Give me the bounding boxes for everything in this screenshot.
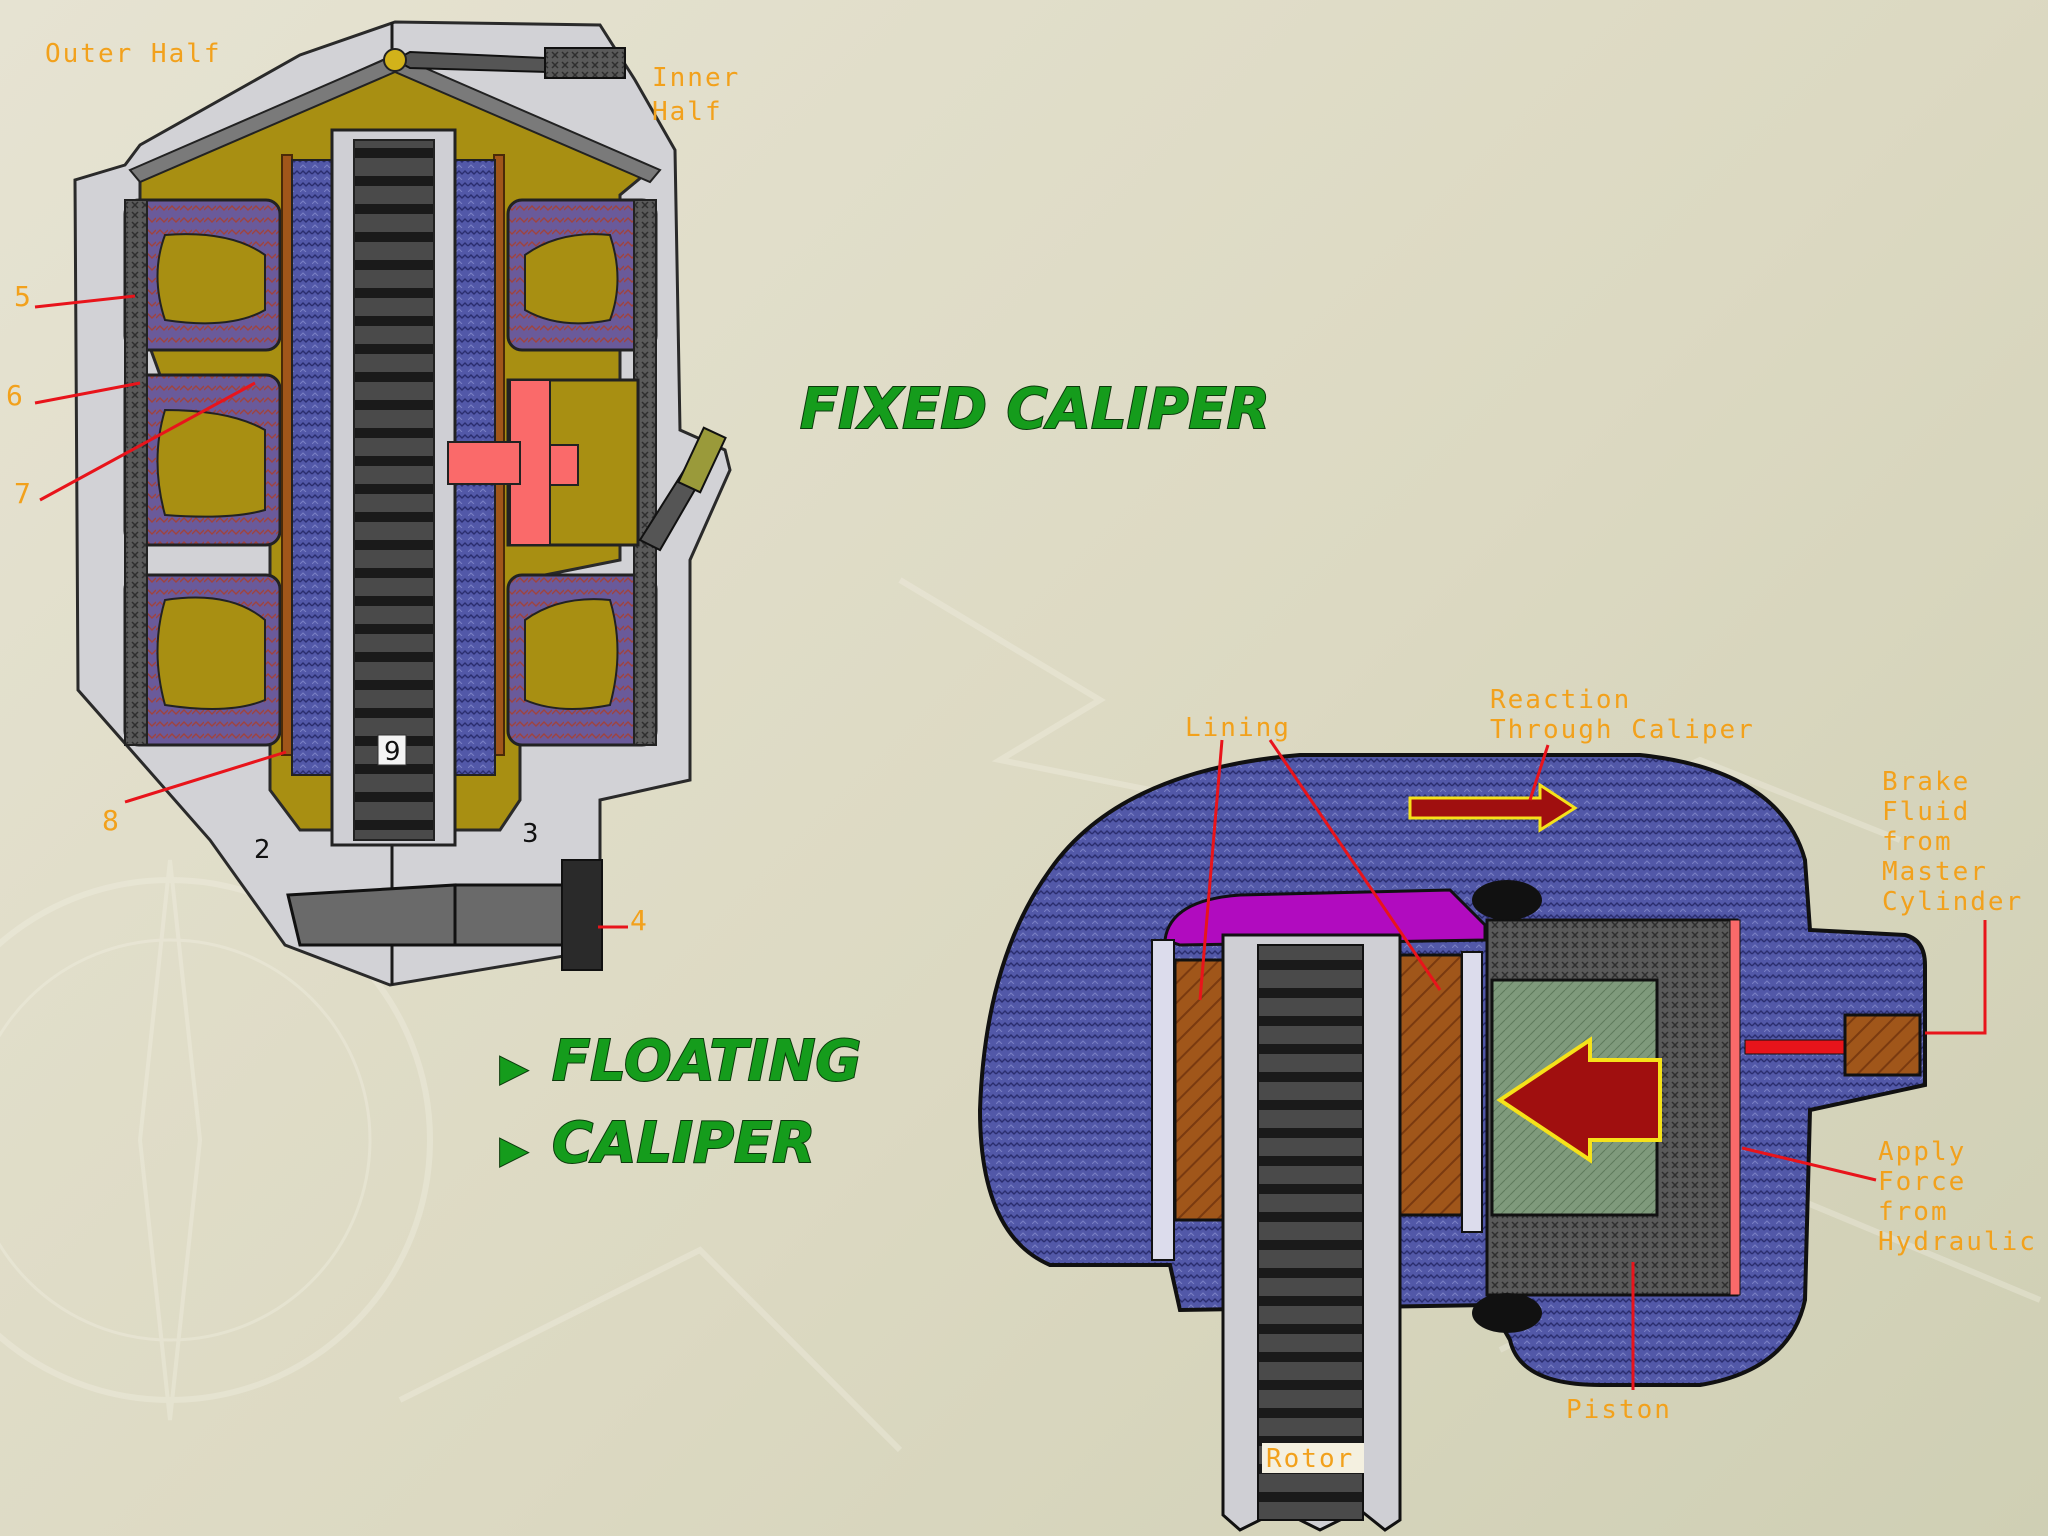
reaction-arrow <box>1408 782 1578 833</box>
label-brake-fluid-2: Fluid <box>1882 797 1970 827</box>
bullet-list: ▶ FLOATING ▶ CALIPER <box>499 1028 862 1177</box>
seal-bottom <box>1472 1293 1542 1333</box>
fixed-caliper-rotor <box>330 128 457 847</box>
callout-3: 3 <box>522 819 539 849</box>
label-piston: Piston <box>1566 1395 1672 1425</box>
label-apply-force-1: Apply <box>1878 1137 1966 1167</box>
brake-fluid-fitting <box>1744 1013 1922 1077</box>
bullet-marker-1: ▶ <box>500 1048 528 1089</box>
fixed-caliper-leaders <box>34 294 628 929</box>
lining-inner <box>1398 953 1464 1217</box>
magenta-seal <box>1163 888 1487 947</box>
caliper-bolt <box>286 859 603 971</box>
bleeder-screw-top <box>383 47 626 79</box>
label-reaction-1: Reaction <box>1490 685 1631 715</box>
callout-9: 9 <box>384 737 401 767</box>
title-fixed-caliper: FIXED CALIPER <box>800 377 1270 442</box>
callout-6: 6 <box>6 379 23 412</box>
bullet-marker-2: ▶ <box>500 1130 528 1171</box>
label-lining: Lining <box>1185 713 1291 743</box>
label-reaction-2: Through Caliper <box>1490 715 1755 745</box>
right-pistons <box>506 198 658 747</box>
bleeder-screw-side <box>638 426 727 552</box>
label-apply-force-2: Force <box>1878 1167 1966 1197</box>
fixed-caliper-diagram: Outer Half Inner Half 5 6 7 8 4 9 2 3 <box>6 20 740 987</box>
label-brake-fluid-4: Master <box>1882 857 1988 887</box>
lining-outer <box>1173 958 1225 1222</box>
callout-2: 2 <box>254 835 271 865</box>
floating-caliper-leaders <box>1198 739 1987 1390</box>
label-rotor: Rotor <box>1266 1444 1354 1474</box>
callout-4: 4 <box>630 904 647 937</box>
bullet-text-floating: FLOATING <box>552 1029 861 1094</box>
floating-caliper-rotor <box>1221 933 1402 1532</box>
label-inner-half-1: Inner <box>652 63 740 93</box>
label-brake-fluid-3: from <box>1882 827 1953 857</box>
callout-5: 5 <box>14 280 31 313</box>
background-compass-ornament <box>0 577 2042 1453</box>
label-brake-fluid-1: Brake <box>1882 767 1970 797</box>
bullet-text-caliper: CALIPER <box>552 1111 815 1176</box>
left-pistons <box>123 198 282 747</box>
callout-8: 8 <box>102 804 119 837</box>
label-inner-half-2: Half <box>652 97 723 127</box>
label-brake-fluid-5: Cylinder <box>1882 887 2023 917</box>
label-apply-force-3: from <box>1878 1197 1949 1227</box>
label-apply-force-4: Hydraulic <box>1878 1227 2037 1257</box>
apply-force-arrow <box>1496 1036 1662 1164</box>
seal-top <box>1472 880 1542 920</box>
floating-caliper-diagram: Lining Reaction Through Caliper Brake Fl… <box>977 685 2037 1532</box>
callout-7: 7 <box>14 477 31 510</box>
label-outer-half: Outer Half <box>45 39 222 69</box>
